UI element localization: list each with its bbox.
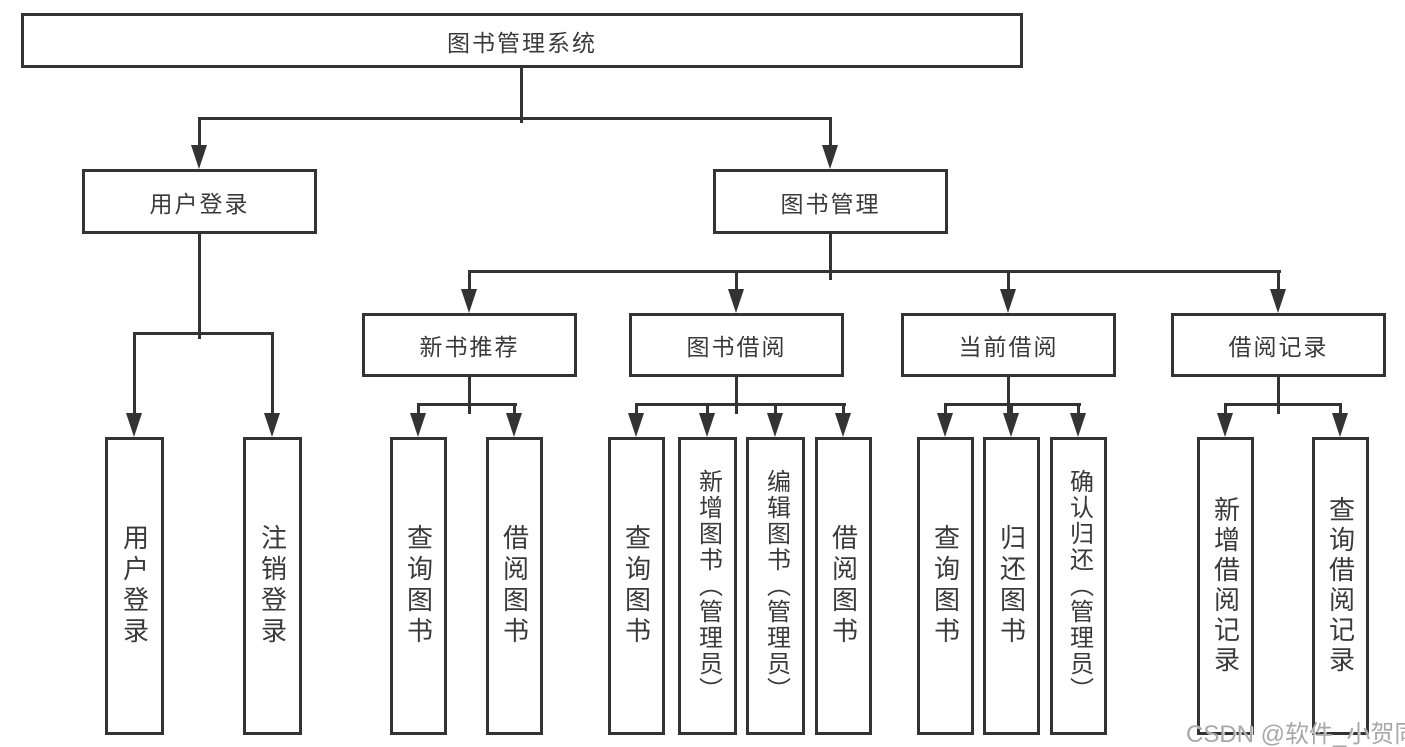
arrow-down-icon	[191, 145, 207, 169]
connector-line	[1007, 377, 1010, 414]
node-user-login: 用户登录	[82, 169, 317, 234]
connector-line	[468, 270, 471, 292]
node-library-system: 图书管理系统	[21, 13, 1023, 68]
connector-line	[198, 117, 201, 151]
connector-line	[1277, 270, 1280, 292]
arrow-down-icon	[699, 413, 715, 437]
leaf-add-books-admin: 新增图书（管理员）	[678, 437, 737, 735]
connector-line	[735, 270, 738, 292]
connector-line	[706, 403, 709, 415]
arrow-down-icon	[767, 413, 783, 437]
connector-line	[635, 403, 638, 415]
connector-line	[1007, 270, 1010, 292]
leaf-user-login: 用户登录	[105, 437, 164, 735]
connector-line	[513, 403, 516, 415]
arrow-down-icon	[461, 289, 477, 313]
node-book-borrow: 图书借阅	[629, 313, 844, 377]
node-borrow-records: 借阅记录	[1171, 313, 1386, 377]
connector-line	[944, 403, 947, 415]
leaf-borrow-books-recommend: 借阅图书	[486, 437, 543, 735]
connector-line	[1277, 377, 1280, 414]
arrow-down-icon	[728, 289, 744, 313]
connector-line	[133, 332, 136, 414]
leaf-return-books: 归还图书	[983, 437, 1040, 735]
arrow-down-icon	[126, 413, 142, 437]
connector-line	[271, 332, 274, 414]
arrow-down-icon	[1000, 289, 1016, 313]
connector-line	[468, 377, 471, 414]
leaf-confirm-return-admin: 确认归还（管理员）	[1050, 437, 1107, 735]
connector-line	[198, 117, 832, 120]
leaf-query-books-borrow: 查询图书	[608, 437, 665, 735]
connector-line	[133, 332, 274, 335]
connector-line	[198, 234, 201, 339]
leaf-query-books-current: 查询图书	[917, 437, 974, 735]
connector-line	[774, 403, 777, 415]
connector-line	[1224, 403, 1227, 415]
leaf-edit-books-admin: 编辑图书（管理员）	[746, 437, 805, 735]
connector-line	[829, 234, 832, 280]
connector-line	[1010, 403, 1013, 415]
arrow-down-icon	[410, 413, 426, 437]
arrow-down-icon	[1070, 413, 1086, 437]
leaf-query-borrow-record: 查询借阅记录	[1312, 437, 1369, 735]
connector-line	[635, 403, 846, 406]
arrow-down-icon	[264, 413, 280, 437]
arrow-down-icon	[937, 413, 953, 437]
connector-line	[417, 403, 420, 415]
connector-line	[520, 67, 523, 123]
connector-line	[842, 403, 845, 415]
arrow-down-icon	[628, 413, 644, 437]
arrow-down-icon	[1270, 289, 1286, 313]
arrow-down-icon	[835, 413, 851, 437]
node-book-management: 图书管理	[713, 169, 948, 234]
arrow-down-icon	[1332, 413, 1348, 437]
connector-line	[735, 377, 738, 414]
connector-line	[829, 117, 832, 151]
arrow-down-icon	[1217, 413, 1233, 437]
connector-line	[1339, 403, 1342, 415]
connector-line	[1224, 403, 1342, 406]
arrow-down-icon	[822, 145, 838, 169]
leaf-add-borrow-record: 新增借阅记录	[1197, 437, 1254, 735]
leaf-query-books-recommend: 查询图书	[390, 437, 447, 735]
connector-line	[468, 270, 1281, 273]
connector-line	[1077, 403, 1080, 415]
leaf-logout: 注销登录	[243, 437, 302, 735]
leaf-borrow-books: 借阅图书	[815, 437, 872, 735]
arrow-down-icon	[1003, 413, 1019, 437]
watermark: CSDN @软件_小贺同学	[1186, 721, 1405, 747]
arrow-down-icon	[506, 413, 522, 437]
connector-line	[417, 403, 517, 406]
node-new-book-recommend: 新书推荐	[362, 313, 577, 377]
node-current-borrow: 当前借阅	[901, 313, 1116, 377]
